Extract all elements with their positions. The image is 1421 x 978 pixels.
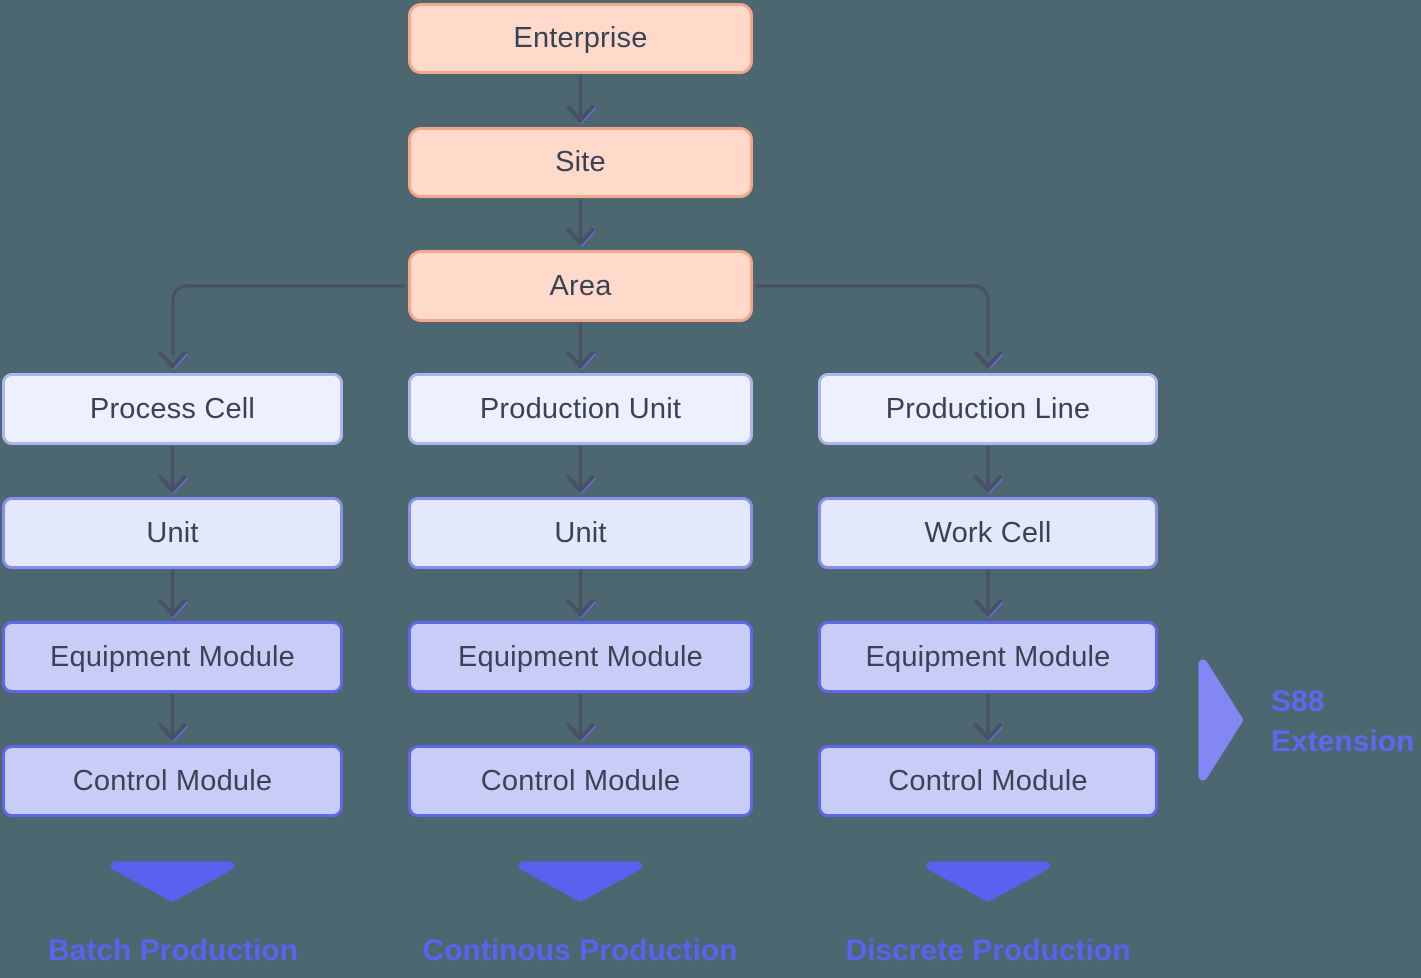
- s88-extension-line1: S88: [1271, 685, 1325, 718]
- arrowhead-accent: [568, 107, 596, 124]
- arrowhead-icon: [566, 105, 595, 123]
- node-work-cell-label: Work Cell: [924, 516, 1052, 549]
- arrowhead-accent: [568, 725, 596, 742]
- branch-line: [755, 284, 990, 356]
- node-production-line: Production Line: [818, 373, 1158, 445]
- s88-extension-line2: Extension: [1271, 725, 1415, 758]
- node-enterprise: Enterprise: [408, 3, 753, 74]
- node-production-line-label: Production Line: [885, 392, 1091, 425]
- node-equipment-module-batch: Equipment Module: [2, 621, 343, 693]
- node-equipment-module-continuous: Equipment Module: [408, 621, 753, 693]
- arrowhead-icon: [158, 475, 187, 493]
- arrowhead-accent: [975, 725, 1003, 742]
- node-equipment-module-discrete: Equipment Module: [818, 621, 1158, 693]
- arrowhead-accent: [160, 725, 188, 742]
- node-area: Area: [408, 250, 753, 322]
- node-unit-continuous-label: Unit: [554, 516, 607, 549]
- node-equipment-module-continuous-label: Equipment Module: [457, 640, 703, 673]
- footer-triangle-icon: [519, 861, 642, 902]
- node-control-module-discrete-label: Control Module: [888, 764, 1088, 797]
- arrowhead-accent: [975, 353, 1003, 370]
- node-equipment-module-batch-label: Equipment Module: [49, 640, 295, 673]
- arrowhead-accent: [568, 477, 596, 494]
- arrowhead-icon: [974, 475, 1002, 493]
- footer-triangle-icon: [926, 861, 1050, 902]
- node-unit-batch-label: Unit: [146, 516, 199, 549]
- node-unit-batch: Unit: [2, 497, 343, 569]
- arrowhead-accent: [975, 477, 1003, 494]
- node-site-label: Site: [555, 146, 606, 178]
- s88-extension-arrow-icon: [1198, 659, 1243, 781]
- node-unit-continuous: Unit: [408, 497, 753, 569]
- arrowhead-icon: [566, 475, 595, 493]
- node-equipment-module-discrete-label: Equipment Module: [865, 640, 1111, 673]
- node-control-module-batch: Control Module: [2, 745, 343, 817]
- node-control-module-batch-label: Control Module: [72, 764, 273, 797]
- arrowhead-accent: [568, 601, 596, 618]
- footer-batch-production: Batch Production: [47, 934, 298, 967]
- arrowhead-icon: [974, 351, 1002, 369]
- arrowhead-icon: [158, 351, 187, 369]
- arrowhead-accent: [160, 477, 188, 494]
- arrowhead-icon: [158, 599, 187, 617]
- node-control-module-continuous-label: Control Module: [480, 764, 681, 797]
- footer-discrete-production: Discrete Production: [845, 934, 1131, 967]
- arrowhead-icon: [566, 351, 595, 369]
- node-process-cell-label: Process Cell: [89, 392, 256, 425]
- arrowhead-icon: [566, 599, 595, 617]
- arrowhead-icon: [974, 723, 1002, 741]
- node-process-cell: Process Cell: [2, 373, 343, 445]
- node-production-unit: Production Unit: [408, 373, 753, 445]
- node-enterprise-label: Enterprise: [513, 22, 648, 54]
- arrowhead-accent: [160, 601, 188, 618]
- branch-line: [171, 284, 406, 356]
- arrowhead-icon: [974, 599, 1002, 617]
- node-work-cell: Work Cell: [818, 497, 1158, 569]
- node-control-module-discrete: Control Module: [818, 745, 1158, 817]
- arrowhead-icon: [566, 228, 595, 246]
- node-area-label: Area: [549, 269, 612, 302]
- arrowhead-accent: [160, 353, 188, 370]
- node-control-module-continuous: Control Module: [408, 745, 753, 817]
- node-production-unit-label: Production Unit: [479, 392, 682, 425]
- arrowhead-accent: [975, 601, 1003, 618]
- arrowhead-icon: [566, 723, 595, 741]
- arrowhead-icon: [158, 723, 187, 741]
- arrowhead-accent: [568, 230, 596, 247]
- footer-triangle-icon: [111, 861, 234, 902]
- arrowhead-accent: [568, 353, 596, 370]
- node-site: Site: [408, 127, 753, 198]
- s88-extension-label: S88 Extension: [1271, 682, 1421, 762]
- footer-continuous-production: Continous Production: [422, 934, 738, 967]
